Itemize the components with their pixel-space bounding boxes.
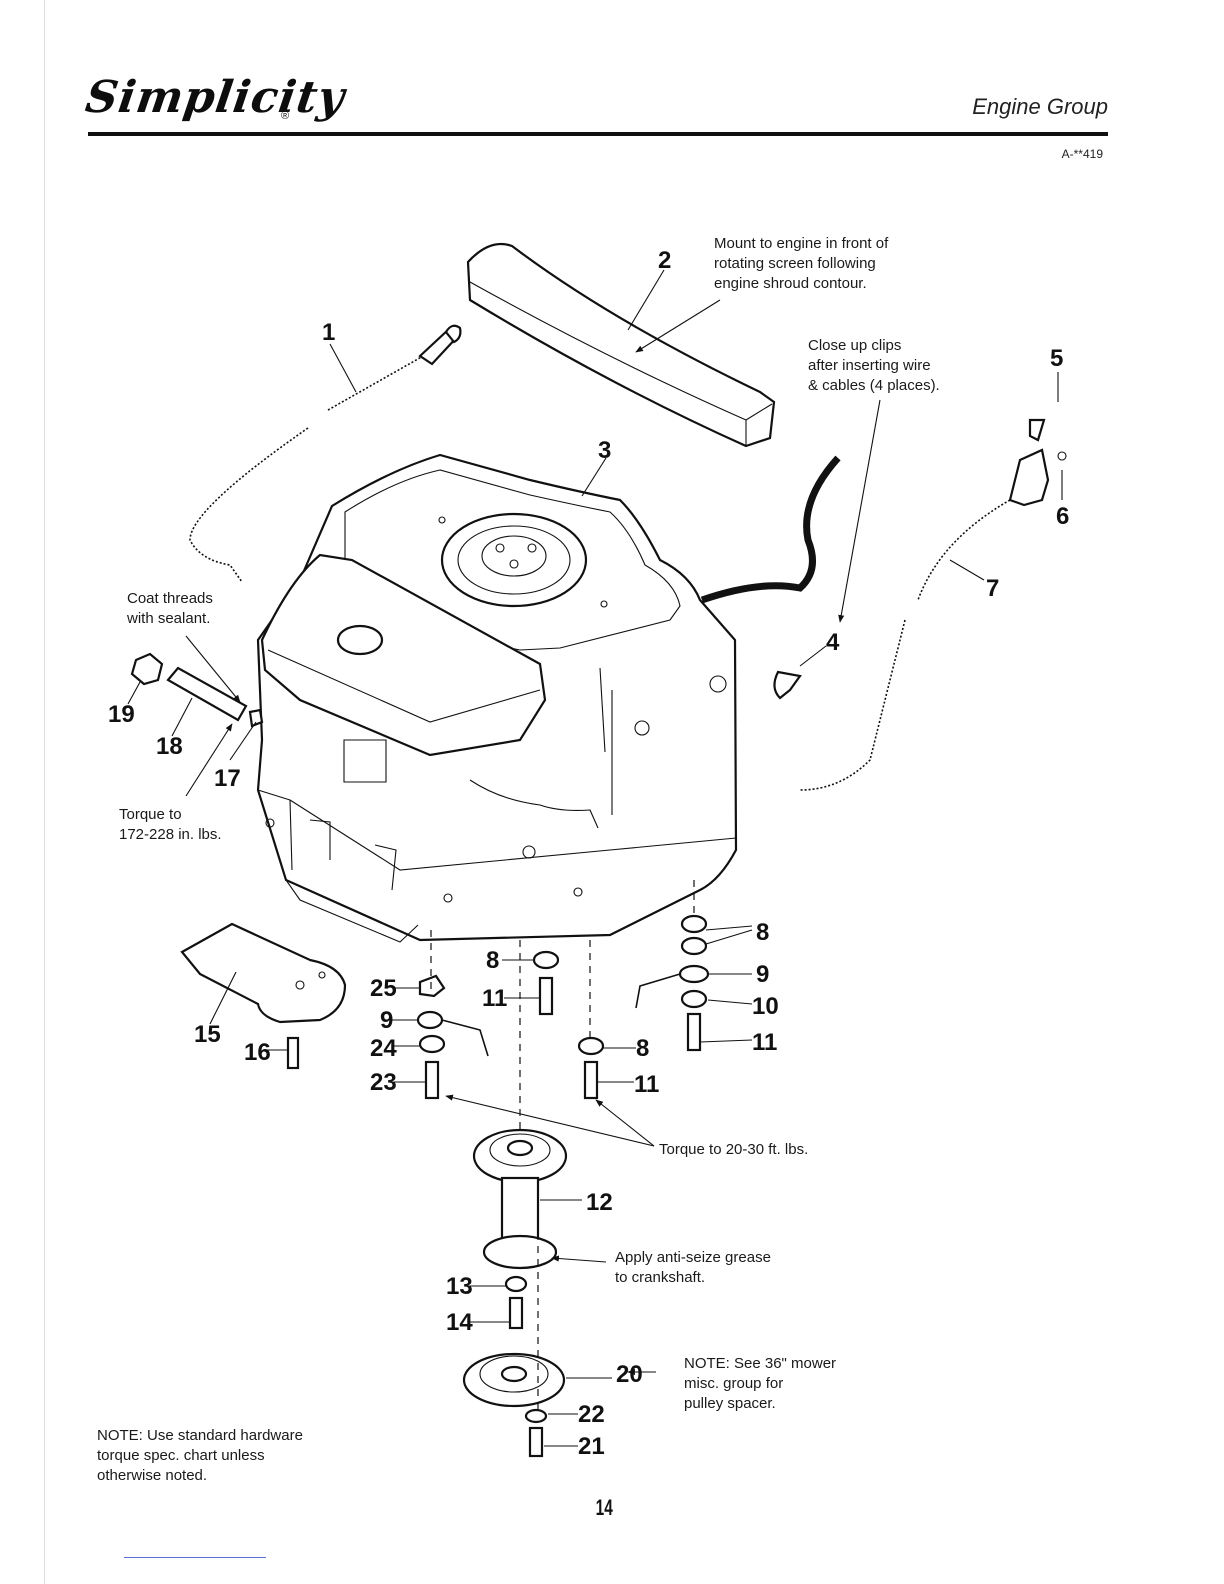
callout-3: 3 <box>598 437 611 464</box>
note-hardware-line: otherwise noted. <box>97 1467 208 1484</box>
note-hardware: NOTE: Use standard hardware torque spec.… <box>97 1426 303 1486</box>
footer-link-line <box>124 1557 266 1558</box>
note-torque-bolts: Torque to 20-30 ft. lbs. <box>659 1141 809 1158</box>
note-mount: Mount to engine in front of rotating scr… <box>714 234 888 294</box>
callout-24: 24 <box>370 1035 397 1062</box>
callout-8: 8 <box>486 947 499 974</box>
note-mower-spacer: NOTE: See 36" mower misc. group for pull… <box>684 1354 836 1414</box>
header-rule <box>88 132 1108 136</box>
note-grease-line: to crankshaft. <box>615 1269 706 1286</box>
callout-23: 23 <box>370 1069 397 1096</box>
callout-14: 14 <box>446 1309 473 1336</box>
section-title: Engine Group <box>972 94 1108 119</box>
note-clips-line: & cables (4 places). <box>808 377 940 394</box>
callout-numbers: 1 2 3 4 5 6 7 8 9 10 11 8 11 8 11 25 9 2… <box>108 247 1069 1460</box>
foam-seal-strip <box>466 242 776 448</box>
callout-4: 4 <box>826 629 840 656</box>
page-margin-line <box>44 0 45 1584</box>
callout-2: 2 <box>658 247 671 274</box>
callout-13: 13 <box>446 1273 473 1300</box>
note-torque-line: Torque to <box>119 806 182 823</box>
note-grease: Apply anti-seize grease to crankshaft. <box>615 1248 771 1288</box>
callout-8: 8 <box>636 1035 649 1062</box>
throttle-cable <box>189 324 462 583</box>
choke-cable-bracket <box>799 418 1067 791</box>
engine-pulley <box>472 1128 568 1330</box>
cable-clip <box>773 670 802 700</box>
note-clips-line: after inserting wire <box>808 357 931 374</box>
callout-11: 11 <box>752 1029 777 1056</box>
note-mount-line: Mount to engine in front of <box>714 235 889 252</box>
note-hardware-line: NOTE: Use standard hardware <box>97 1427 303 1444</box>
callout-19: 19 <box>108 701 135 728</box>
callout-20: 20 <box>616 1361 643 1388</box>
callout-25: 25 <box>370 975 397 1002</box>
note-mount-line: rotating screen following <box>714 255 876 272</box>
note-coat-threads: Coat threads with sealant. <box>127 589 213 629</box>
pto-pulley <box>462 1352 566 1458</box>
hardware-stack-right <box>635 914 710 1052</box>
callout-16: 16 <box>244 1039 271 1066</box>
mounting-bracket <box>180 922 347 1024</box>
callout-22: 22 <box>578 1401 605 1428</box>
note-mount-line: engine shroud contour. <box>714 275 867 292</box>
note-grease-line: Apply anti-seize grease <box>615 1249 771 1266</box>
callout-9: 9 <box>380 1007 393 1034</box>
figure-code: A-**419 <box>1061 147 1103 161</box>
note-coat-line: Coat threads <box>127 590 213 607</box>
note-clips: Close up clips after inserting wire & ca… <box>808 336 940 396</box>
engine-assembly <box>256 453 841 943</box>
callout-1: 1 <box>322 319 335 346</box>
hardware-stack-left <box>286 974 489 1100</box>
note-mower-line: misc. group for <box>684 1375 784 1392</box>
note-torque-tube: Torque to 172-228 in. lbs. <box>119 805 222 845</box>
leader-lines <box>127 269 1063 1447</box>
registered-mark: ® <box>281 110 290 122</box>
fuel-tube-fittings <box>130 652 264 728</box>
note-coat-line: with sealant. <box>127 610 211 627</box>
note-torque-line: 172-228 in. lbs. <box>119 826 222 843</box>
callout-11: 11 <box>634 1071 659 1098</box>
callout-5: 5 <box>1050 345 1063 372</box>
callout-7: 7 <box>986 575 999 602</box>
callout-18: 18 <box>156 733 183 760</box>
callout-6: 6 <box>1056 503 1069 530</box>
callout-11: 11 <box>482 985 507 1012</box>
note-mower-line: NOTE: See 36" mower <box>684 1355 837 1372</box>
callout-9: 9 <box>756 961 769 988</box>
callout-10: 10 <box>752 993 779 1020</box>
callout-15: 15 <box>194 1021 221 1048</box>
callout-8: 8 <box>756 919 769 946</box>
callout-17: 17 <box>214 765 241 792</box>
hardware-stack-center <box>532 950 605 1100</box>
page-number: 14 <box>595 1495 613 1520</box>
callout-21: 21 <box>578 1433 605 1460</box>
note-mower-line: pulley spacer. <box>684 1395 776 1412</box>
note-clips-line: Close up clips <box>808 337 902 354</box>
callout-12: 12 <box>586 1189 613 1216</box>
note-hardware-line: torque spec. chart unless <box>97 1447 265 1464</box>
